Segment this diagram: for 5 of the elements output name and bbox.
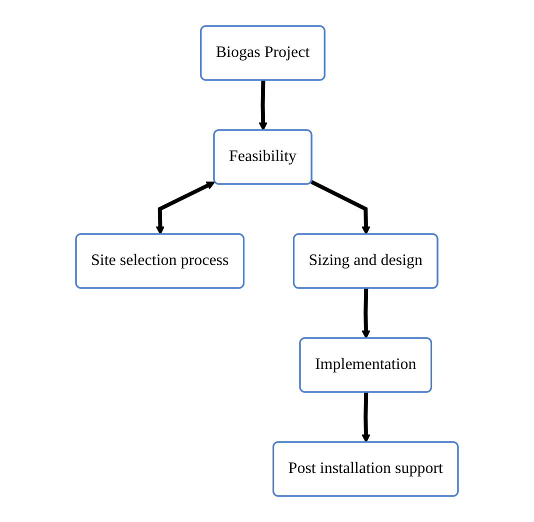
arrow <box>258 80 268 131</box>
arrow <box>310 180 370 235</box>
arrow <box>362 288 370 339</box>
arrow <box>156 182 216 235</box>
arrow <box>362 392 370 443</box>
